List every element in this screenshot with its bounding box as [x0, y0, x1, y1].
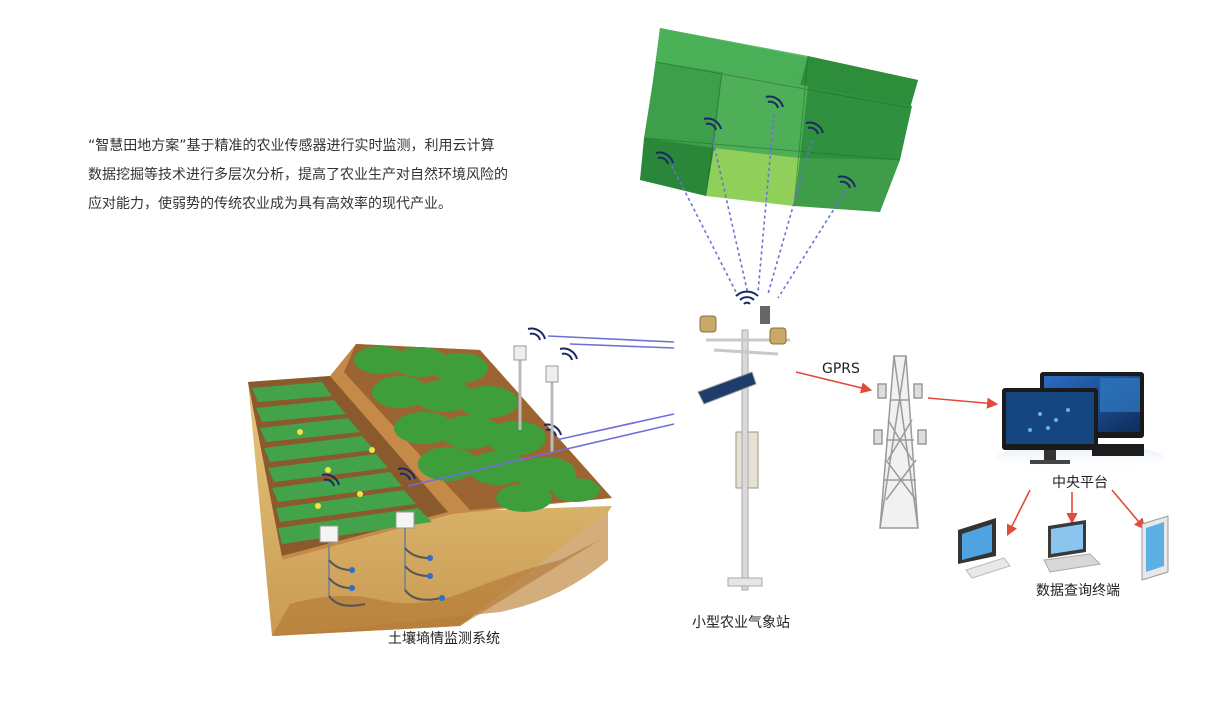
desktop-monitor-icon	[996, 372, 1164, 472]
intro-line-2: 数据挖掘等技术进行多层次分析，提高了农业生产对自然环境风险的	[88, 167, 508, 183]
intro-line-1: “智慧田地方案”基于精准的农业传感器进行实时监测，利用云计算	[88, 138, 495, 154]
crop-rows-left	[252, 382, 432, 544]
soil-monitoring-block	[248, 327, 612, 636]
central-platform-label: 中央平台	[1052, 475, 1108, 491]
sensor-to-station-links	[407, 335, 675, 487]
intro-line-3: 应对能力，使弱势的传统农业成为具有高效率的现代产业。	[88, 196, 452, 212]
soil-sensor-icon	[319, 511, 445, 607]
query-terminal-label: 数据查询终端	[1036, 583, 1120, 599]
platform-to-terminal-links	[1006, 489, 1146, 537]
gprs-tower-icon	[873, 355, 927, 529]
soil-system-label: 土壤墒情监测系统	[388, 631, 500, 647]
tower-to-platform-link	[927, 397, 999, 409]
field-sensor-poles	[513, 327, 578, 452]
crop-plants-right	[354, 346, 600, 512]
tablet-icon	[1141, 515, 1169, 581]
station-wifi-icon	[735, 290, 759, 305]
field-wifi-icons	[655, 95, 856, 189]
gprs-link	[795, 371, 873, 394]
aerial-field-image	[640, 28, 918, 212]
aerial-to-station-links	[671, 113, 847, 299]
weather-station-label: 小型农业气象站	[692, 615, 790, 631]
monitor-terminal-icon	[958, 518, 1011, 579]
intro-paragraph: “智慧田地方案”基于精准的农业传感器进行实时监测，利用云计算 数据挖掘等技术进行…	[88, 132, 588, 219]
weather-station-icon	[697, 290, 790, 591]
gprs-label: GPRS	[822, 361, 860, 377]
laptop-icon	[1043, 520, 1102, 573]
